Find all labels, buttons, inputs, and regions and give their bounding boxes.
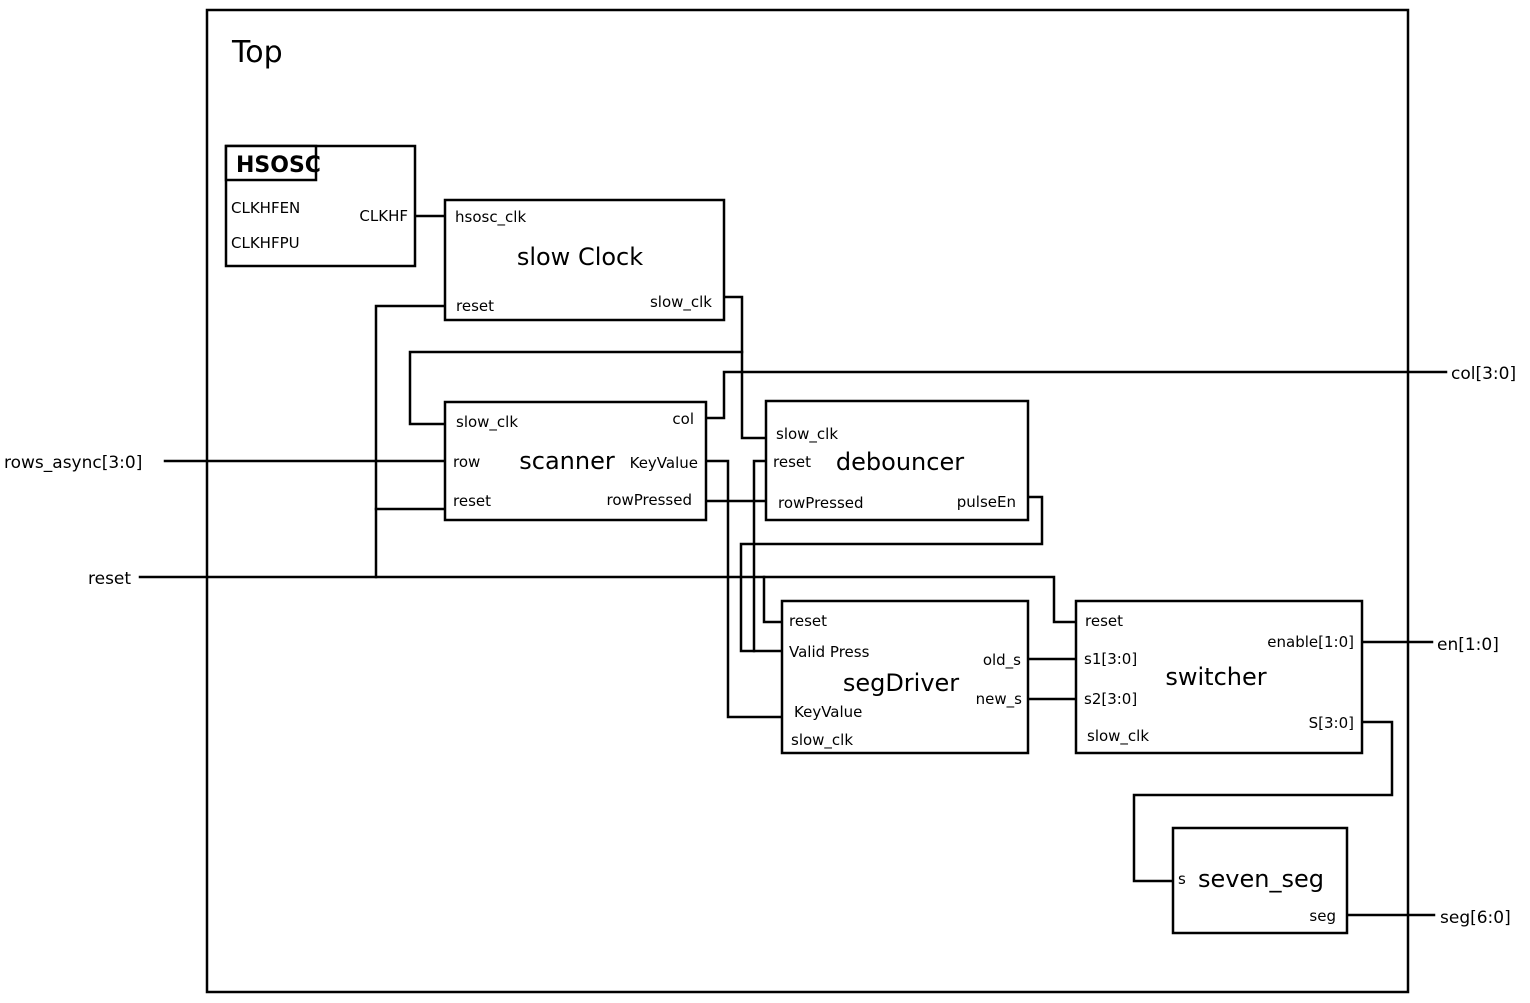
seven-seg-port-seg: seg: [1309, 907, 1336, 925]
slow-clock-title: slow Clock: [517, 243, 643, 271]
hsosc-port-clkhfpu: CLKHFPU: [231, 234, 300, 252]
switcher-port-s2: s2[3:0]: [1084, 690, 1137, 708]
seven-seg-port-s: s: [1178, 870, 1186, 888]
ext-en-label: en[1:0]: [1437, 635, 1499, 655]
wire-reset-input: [138, 575, 1078, 624]
switcher-port-s: S[3:0]: [1309, 714, 1354, 732]
debouncer-port-reset: reset: [773, 453, 811, 471]
hsosc-port-clkhfen: CLKHFEN: [231, 199, 300, 217]
ext-seg-label: seg[6:0]: [1440, 908, 1511, 928]
hsosc-block: HSOSC CLKHFEN CLKHFPU CLKHF: [224, 144, 417, 268]
wire-slow-clk: [722, 295, 768, 440]
switcher-port-reset: reset: [1085, 612, 1123, 630]
seven-seg-box: [1171, 826, 1349, 935]
slow-clock-port-hsosc-clk: hsosc_clk: [455, 208, 526, 227]
hsosc-title-box: [224, 144, 318, 182]
slow-clock-port-slow-clk: slow_clk: [650, 293, 712, 312]
debouncer-port-slow-clk: slow_clk: [776, 425, 838, 444]
wire-reset-debouncer: [752, 459, 768, 653]
switcher-port-enable: enable[1:0]: [1267, 633, 1354, 651]
wire-keyvalue: [704, 459, 784, 719]
wires: [138, 214, 1448, 917]
external-signals: rows_async[3:0] reset col[3:0] en[1:0] s…: [4, 364, 1516, 928]
segdriver-port-new-s: new_s: [976, 690, 1023, 709]
wire-reset-segdriver: [762, 575, 784, 624]
scanner-title: scanner: [519, 447, 615, 475]
hsosc-title: HSOSC: [236, 153, 321, 178]
top-module-title: Top: [231, 35, 283, 70]
scanner-port-slow-clk: slow_clk: [456, 413, 518, 432]
scanner-port-col: col: [672, 410, 694, 428]
scanner-block: slow_clk col row scanner KeyValue reset …: [443, 400, 708, 522]
segdriver-port-reset: reset: [789, 612, 827, 630]
segdriver-port-keyvalue: KeyValue: [794, 703, 862, 721]
ext-col-label: col[3:0]: [1451, 364, 1516, 384]
scanner-port-rowpressed: rowPressed: [606, 491, 692, 509]
ext-reset-label: reset: [88, 569, 131, 589]
scanner-box: [443, 400, 708, 522]
slow-clock-port-reset: reset: [456, 297, 494, 315]
debouncer-port-pulseen: pulseEn: [957, 493, 1016, 511]
slow-clock-box: [443, 198, 726, 322]
scanner-port-keyvalue: KeyValue: [630, 454, 698, 472]
debouncer-title: debouncer: [836, 448, 964, 476]
wire-reset-trunk: [374, 304, 447, 579]
seven-seg-title: seven_seg: [1198, 865, 1324, 893]
segdriver-title: segDriver: [843, 669, 959, 697]
wire-pulseen: [739, 495, 1044, 653]
wire-s: [1132, 720, 1394, 883]
seven-seg-block: s seven_seg seg: [1171, 826, 1349, 935]
hsosc-port-clkhf: CLKHF: [359, 207, 408, 225]
segdriver-box: [780, 599, 1030, 755]
wire-col: [704, 370, 1448, 420]
debouncer-block: slow_clk reset debouncer rowPressed puls…: [764, 399, 1030, 522]
segdriver-port-slow-clk: slow_clk: [791, 731, 853, 750]
hsosc-box: [224, 144, 417, 268]
debouncer-port-rowpressed: rowPressed: [778, 494, 864, 512]
switcher-block: reset enable[1:0] s1[3:0] switcher s2[3:…: [1074, 599, 1364, 755]
debouncer-box: [764, 399, 1030, 522]
switcher-box: [1074, 599, 1364, 755]
switcher-port-slow-clk: slow_clk: [1087, 727, 1149, 746]
scanner-port-row: row: [453, 453, 480, 471]
segdriver-port-old-s: old_s: [983, 651, 1021, 670]
switcher-title: switcher: [1165, 663, 1266, 691]
switcher-port-s1: s1[3:0]: [1084, 650, 1137, 668]
slow-clock-block: hsosc_clk slow Clock reset slow_clk: [443, 198, 726, 322]
wire-slow-clk-scanner: [408, 350, 744, 426]
segdriver-block: reset Valid Press old_s segDriver new_s …: [780, 599, 1030, 755]
scanner-port-reset: reset: [453, 492, 491, 510]
segdriver-port-validpress: Valid Press: [789, 643, 870, 661]
ext-rows-async-label: rows_async[3:0]: [4, 453, 142, 473]
